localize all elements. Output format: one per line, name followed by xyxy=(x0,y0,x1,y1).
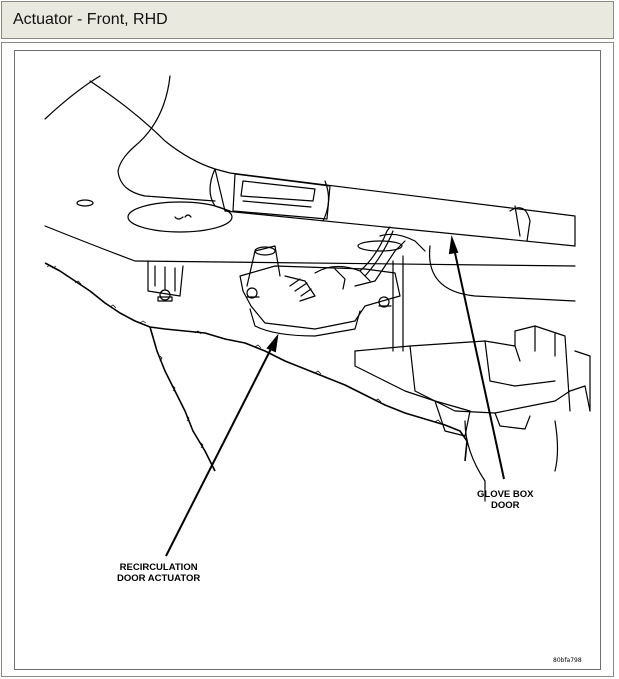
page-title: Actuator - Front, RHD xyxy=(13,11,168,28)
glove-box-label-line1: GLOVE BOX xyxy=(477,489,534,500)
figure-id: 80bfa798 xyxy=(553,657,582,664)
diagram-figure: RECIRCULATION DOOR ACTUATOR GLOVE BOX DO… xyxy=(14,50,601,670)
recirculation-door-actuator-label: RECIRCULATION DOOR ACTUATOR xyxy=(117,562,200,584)
recirculation-label-line1: RECIRCULATION xyxy=(119,562,198,573)
glove-box-door-label: GLOVE BOX DOOR xyxy=(477,489,533,511)
recirculation-label-line2: DOOR ACTUATOR xyxy=(117,573,201,584)
title-bar: Actuator - Front, RHD xyxy=(1,1,614,39)
glove-box-label-line2: DOOR xyxy=(490,500,520,511)
line-drawing xyxy=(44,75,591,557)
content-panel: RECIRCULATION DOOR ACTUATOR GLOVE BOX DO… xyxy=(1,42,614,677)
